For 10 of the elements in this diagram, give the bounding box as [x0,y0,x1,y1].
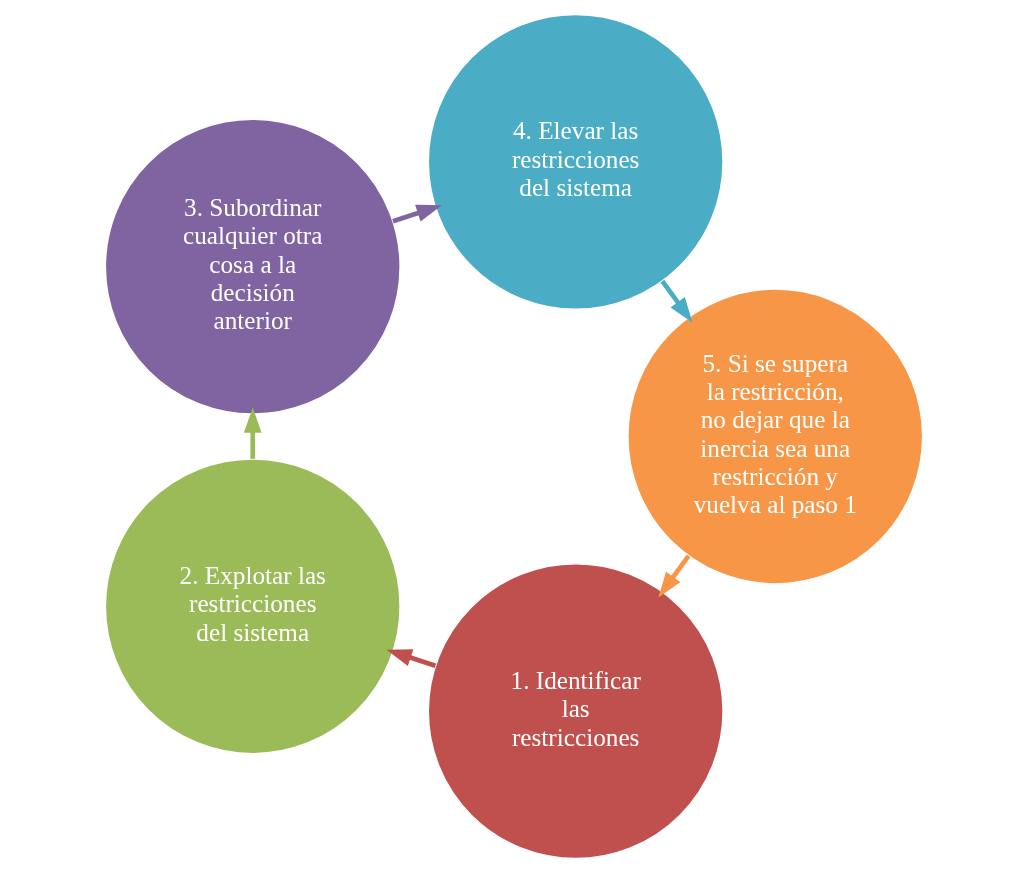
node-circle: 5. Si se supera la restricción, no dejar que la inercia sea una restricción y vuelva al paso 1 [627,288,924,585]
node-circle: 4. Elevar las restricciones del sistema [427,13,724,310]
arrow [658,554,691,598]
arrow [386,649,437,668]
arrow [243,407,262,459]
node-circle: 1. Identificar las restricciones [427,563,724,860]
node-circle: 2. Explotar las restricciones del sistema [104,458,401,755]
node-circle: 3. Subordinar cualquier otra cosa a la decisión anterior [104,118,401,415]
arrow [660,279,693,323]
arrow [392,204,442,224]
